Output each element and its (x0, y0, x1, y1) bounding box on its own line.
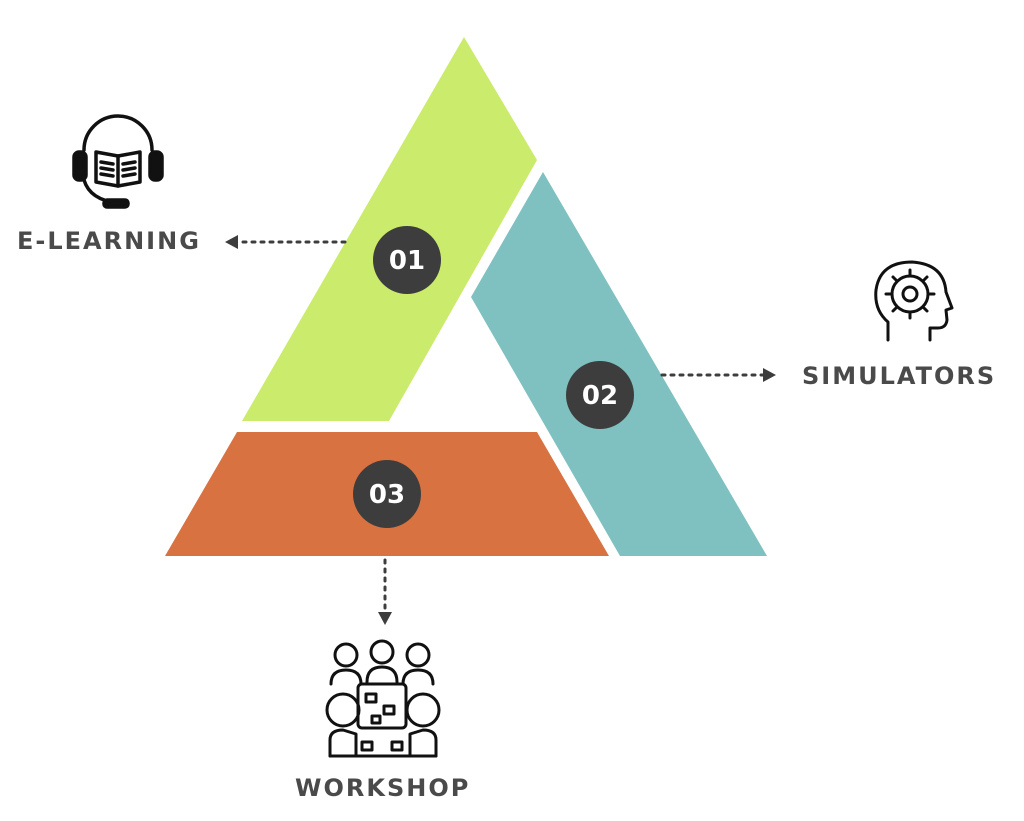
badge-2: 02 (566, 361, 634, 429)
headset-book-icon (72, 114, 164, 209)
label-e-learning: E-LEARNING (17, 227, 201, 255)
team-meeting-icon (325, 639, 441, 758)
badge-2-number: 02 (582, 381, 618, 411)
label-workshop: WORKSHOP (295, 774, 471, 802)
badge-1-number: 01 (389, 246, 425, 276)
head-brain-gear-icon (874, 260, 954, 342)
segment-2-shape (471, 172, 767, 556)
badge-3-number: 03 (369, 480, 405, 510)
connector-2 (660, 368, 776, 382)
label-simulators: SIMULATORS (802, 362, 997, 390)
connector-3 (378, 558, 392, 625)
badge-1: 01 (373, 226, 441, 294)
badge-3: 03 (353, 460, 421, 528)
segment-1-shape (242, 37, 537, 421)
connector-1 (225, 235, 347, 249)
